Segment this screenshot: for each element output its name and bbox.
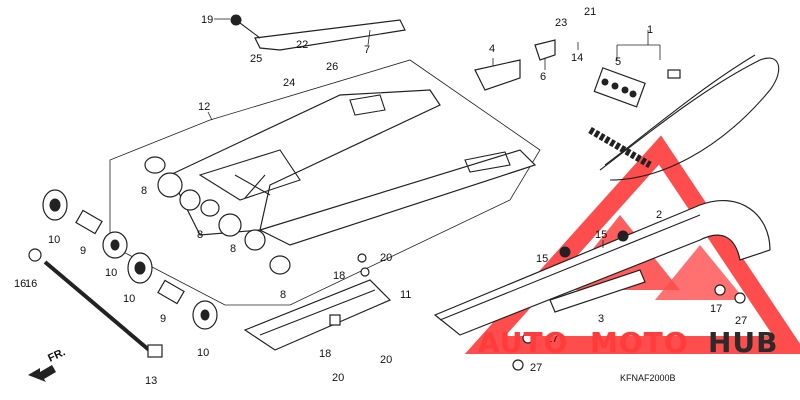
pivot-collars (144, 156, 291, 275)
callout-1: 1 (647, 24, 653, 36)
callout-22: 22 (296, 39, 308, 51)
callout-3: 3 (598, 313, 604, 325)
callout-27b: 27 (546, 333, 558, 345)
callout-18a: 18 (333, 270, 345, 282)
callout-15b: 15 (536, 253, 548, 265)
callout-13: 13 (145, 375, 157, 387)
callout-19: 19 (201, 14, 213, 26)
callout-labels: 1 2 3 4 5 6 7 8 8 8 8 9 9 10 10 10 10 11… (14, 6, 747, 387)
front-direction-label: FR. (46, 346, 67, 364)
callout-18b: 18 (319, 348, 331, 360)
callout-15a: 15 (595, 229, 607, 241)
chain-adjuster (474, 39, 556, 91)
callout-9b: 9 (160, 313, 166, 325)
bolts-27 (512, 332, 534, 371)
callout-2: 2 (656, 209, 662, 221)
chain-slider (243, 253, 392, 351)
watermark-text-moto: MOTO (590, 326, 689, 359)
callout-9a: 9 (80, 245, 86, 257)
chain-case (433, 200, 771, 336)
callout-8c: 8 (230, 243, 236, 255)
bearings-left (42, 189, 218, 330)
callout-10d: 10 (197, 347, 209, 359)
callout-16b: 16 (14, 278, 26, 290)
watermark-text-hub: HUB (708, 326, 779, 359)
callout-8b: 8 (197, 229, 203, 241)
callout-8d: 8 (280, 289, 286, 301)
diagram-code: KFNAF2000B (620, 373, 676, 383)
callout-24: 24 (283, 77, 295, 89)
watermark-triangle-outer (464, 135, 800, 354)
callout-6: 6 (540, 71, 546, 83)
callout-10b: 10 (105, 267, 117, 279)
watermark-text-auto: AUTO (478, 326, 568, 359)
leader-lines (207, 18, 604, 248)
chain-guide-bracket (254, 19, 406, 51)
chain-joint-kit (593, 67, 681, 108)
callout-26: 26 (326, 61, 338, 73)
callout-20a: 20 (380, 252, 392, 264)
chain-case-plate (549, 269, 646, 313)
callout-16a: 16 (25, 278, 37, 290)
callout-23: 23 (555, 17, 567, 29)
callout-20c: 20 (332, 372, 344, 384)
callout-20b: 20 (380, 354, 392, 366)
callout-12: 12 (198, 101, 210, 113)
callout-7: 7 (364, 44, 370, 56)
callout-27c: 27 (530, 362, 542, 374)
swingarm (157, 89, 537, 251)
callout-11: 11 (400, 289, 411, 301)
callout-14: 14 (571, 52, 583, 64)
callout-10c: 10 (123, 293, 135, 305)
callout-17: 17 (710, 303, 722, 315)
watermark-text: AUTO MOTO HUB (478, 326, 779, 359)
swingarm-group-box (109, 59, 541, 306)
callout-10a: 10 (48, 234, 60, 246)
drive-chain (588, 54, 780, 181)
pivot-bolt (28, 248, 163, 358)
callout-21: 21 (584, 6, 596, 18)
callout-27a: 27 (735, 315, 747, 327)
callout-8a: 8 (141, 185, 147, 197)
callout-5: 5 (615, 56, 621, 68)
callout-4: 4 (489, 43, 495, 55)
callout-25: 25 (250, 53, 262, 65)
front-direction-arrow (28, 365, 56, 382)
